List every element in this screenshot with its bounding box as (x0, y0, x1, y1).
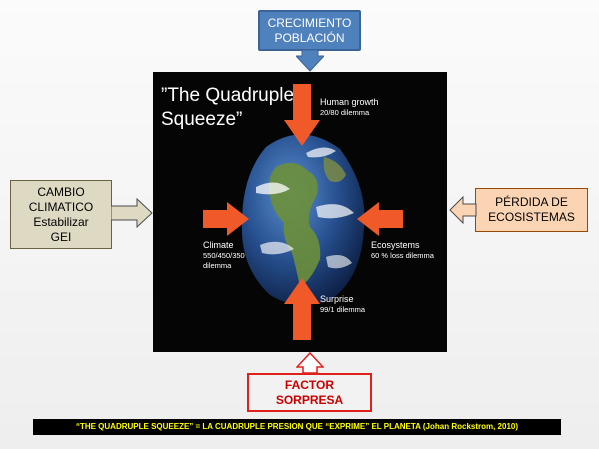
surprise-sub: 99/1 dilemma (320, 305, 366, 314)
quadruple-squeeze-slide: ”The Quadruple Squeeze” Human (153, 72, 447, 352)
surprise-factor-box: FACTOR SORPRESA (247, 373, 372, 412)
squeeze-arrow-top (284, 84, 320, 146)
ecosystem-loss-label: PÉRDIDA DE ECOSISTEMAS (488, 195, 575, 224)
climate-sub-numbers: 550/450/350 (203, 251, 245, 260)
climate-sub-dilemma: dilemma (203, 261, 232, 270)
squeeze-arrow-right (357, 202, 403, 236)
ecosystems-label: Ecosystems 60 % loss dilemma (371, 240, 434, 261)
top-down-arrow (296, 50, 324, 72)
caption-bar: “THE QUADRUPLE SQUEEZE” = LA CUADRUPLE P… (33, 419, 561, 435)
right-left-arrow (449, 196, 477, 224)
left-right-arrow (111, 198, 153, 228)
population-growth-box: CRECIMIENTO POBLACIÓN (258, 10, 361, 51)
slide-title: ”The Quadruple Squeeze” (161, 85, 295, 130)
human-growth-label: Human growth 20/80 dilemma (320, 97, 379, 118)
surprise-title: Surprise (320, 294, 354, 304)
surprise-label: Surprise 99/1 dilemma (320, 294, 365, 315)
squeeze-arrow-left (203, 202, 249, 236)
human-growth-sub: 20/80 dilemma (320, 108, 370, 117)
squeeze-arrow-bottom (284, 278, 320, 340)
population-growth-label: CRECIMIENTO POBLACIÓN (267, 15, 352, 45)
surprise-factor-label: FACTOR SORPRESA (275, 377, 344, 407)
ecosystems-sub: 60 % loss dilemma (371, 251, 434, 260)
climate-change-box: CAMBIO CLIMATICO Estabilizar GEI (10, 180, 112, 249)
climate-change-label: CAMBIO CLIMATICO Estabilizar GEI (28, 184, 94, 244)
earth-globe-image (241, 134, 365, 306)
climate-label: Climate 550/450/350 dilemma (203, 240, 245, 271)
human-growth-title: Human growth (320, 97, 379, 107)
climate-title: Climate (203, 240, 234, 250)
ecosystems-title: Ecosystems (371, 240, 420, 250)
bottom-up-arrow (296, 352, 324, 374)
ecosystem-loss-box: PÉRDIDA DE ECOSISTEMAS (475, 188, 588, 232)
